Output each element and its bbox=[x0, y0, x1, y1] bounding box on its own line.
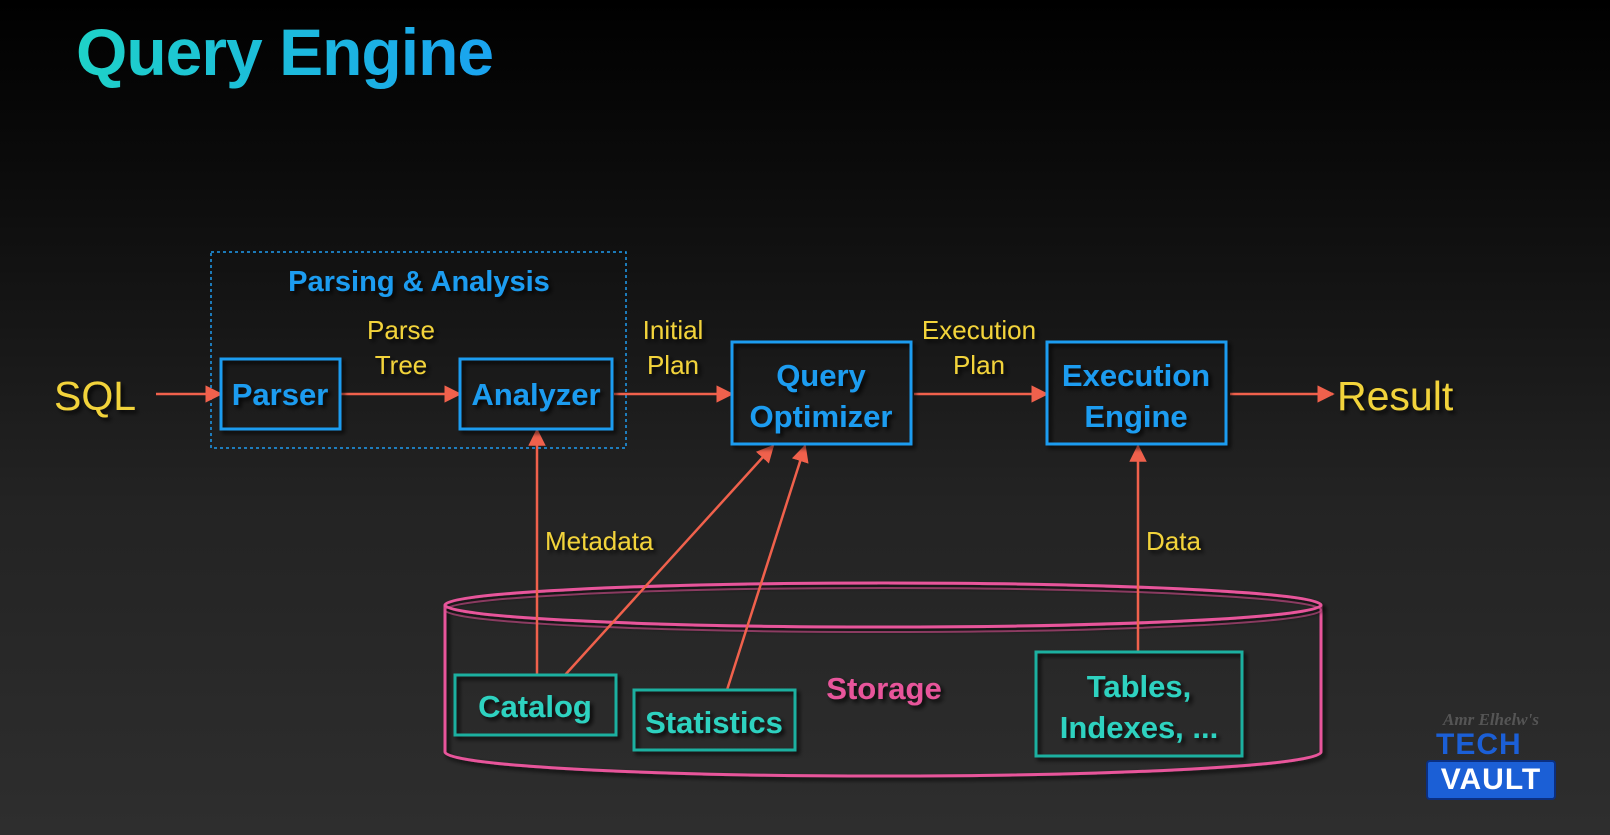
execution-engine-box bbox=[1045, 340, 1228, 446]
parse-tree-label-line1: Parse bbox=[367, 315, 435, 345]
execution-engine-label-line1: Execution bbox=[1062, 358, 1210, 393]
catalog-box bbox=[453, 673, 618, 737]
result-output-label: Result bbox=[1337, 373, 1454, 419]
storage-cylinder bbox=[443, 581, 1323, 778]
query-optimizer-box bbox=[730, 340, 913, 446]
execution-plan-label-line2: Plan bbox=[953, 350, 1005, 380]
arrow-statistics-optimizer bbox=[725, 444, 809, 691]
parser-box bbox=[219, 357, 342, 431]
execution-plan-label-line1: Execution bbox=[922, 315, 1036, 345]
initial-plan-label-line1: Initial bbox=[643, 315, 704, 345]
analyzer-box bbox=[458, 357, 614, 431]
metadata-label: Metadata bbox=[545, 526, 654, 556]
statistics-label: Statistics bbox=[645, 705, 783, 740]
sql-input-label: SQL bbox=[54, 373, 136, 419]
tables-indexes-box bbox=[1034, 650, 1244, 758]
statistics-box bbox=[632, 688, 797, 752]
analyzer-label: Analyzer bbox=[471, 377, 600, 412]
parse-tree-label-line2: Tree bbox=[375, 350, 428, 380]
execution-engine-label-line2: Engine bbox=[1084, 399, 1187, 434]
watermark-author: Amr Elhelw's bbox=[1443, 710, 1539, 729]
catalog-label: Catalog bbox=[478, 689, 592, 724]
parser-label: Parser bbox=[232, 377, 329, 412]
query-optimizer-label-line1: Query bbox=[776, 358, 866, 393]
tables-indexes-label-line2: Indexes, ... bbox=[1060, 710, 1219, 745]
slide-title: Query Engine bbox=[76, 15, 494, 89]
watermark-tech: TECH bbox=[1436, 728, 1522, 761]
tech-vault-watermark: Amr Elhelw's TECH VAULT bbox=[1426, 710, 1556, 800]
data-label: Data bbox=[1146, 526, 1201, 556]
parsing-analysis-group bbox=[210, 251, 627, 449]
storage-label: Storage bbox=[826, 671, 941, 706]
tables-indexes-label-line1: Tables, bbox=[1087, 669, 1192, 704]
initial-plan-label-line2: Plan bbox=[647, 350, 699, 380]
arrow-catalog-optimizer bbox=[564, 444, 775, 676]
query-optimizer-label-line2: Optimizer bbox=[750, 399, 893, 434]
watermark-vault: VAULT bbox=[1426, 760, 1556, 800]
parsing-analysis-label: Parsing & Analysis bbox=[288, 266, 550, 298]
flow-arrows bbox=[156, 385, 1335, 691]
